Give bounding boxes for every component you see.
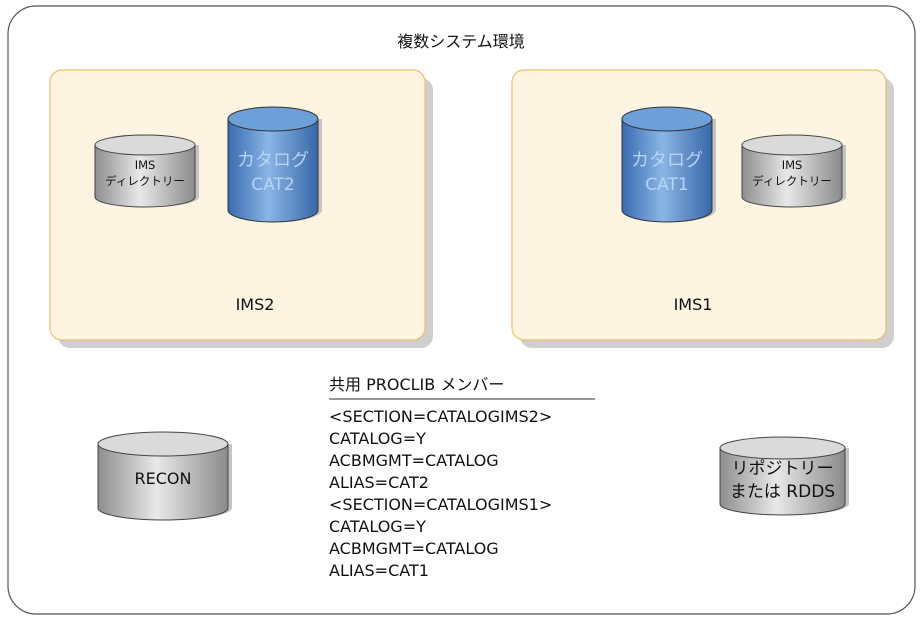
- disk-top: [741, 134, 843, 156]
- repository-label-line2: または RDDS: [730, 482, 835, 502]
- proclib-member: 共用 PROCLIB メンバー <SECTION=CATALOGIMS2> CA…: [329, 375, 595, 580]
- disk-label-line2: ディレクトリー: [105, 174, 185, 188]
- proclib-line: ALIAS=CAT1: [329, 561, 429, 580]
- disk-top: [621, 106, 713, 132]
- repository-label-line1: リポジトリー: [732, 459, 834, 479]
- catalog-label-line2: CAT1: [645, 175, 688, 195]
- proclib-line: ACBMGMT=CATALOG: [329, 451, 499, 470]
- disk-body: [741, 144, 843, 208]
- disk-body: [621, 118, 713, 223]
- catalog-disk-cat1: カタログ CAT1: [621, 106, 716, 223]
- recon-disk: RECON: [97, 431, 232, 521]
- system-label: IMS1: [674, 295, 713, 314]
- proclib-line: ALIAS=CAT2: [329, 473, 429, 492]
- catalog-disk-cat2: カタログ CAT2: [227, 106, 322, 223]
- disk-label-line2: ディレクトリー: [752, 174, 832, 188]
- proclib-line: CATALOG=Y: [329, 517, 426, 536]
- catalog-label-line1: カタログ: [237, 150, 309, 171]
- disk-body: [97, 443, 229, 521]
- disk-top: [719, 436, 846, 460]
- disk-body: [94, 144, 196, 208]
- catalog-label-line1: カタログ: [631, 150, 703, 171]
- disk-top: [97, 431, 229, 457]
- disk-body: [719, 447, 846, 516]
- disk-body: [227, 118, 319, 223]
- proclib-line: <SECTION=CATALOGIMS2>: [329, 407, 552, 426]
- recon-label: RECON: [135, 469, 192, 488]
- disk-label-line1: IMS: [782, 158, 803, 172]
- proclib-heading: 共用 PROCLIB メンバー: [329, 375, 504, 394]
- disk-top: [94, 134, 196, 156]
- disk-label-line1: IMS: [135, 158, 156, 172]
- ims-directory-disk: IMS ディレクトリー: [94, 134, 199, 208]
- proclib-line: ACBMGMT=CATALOG: [329, 539, 499, 558]
- diagram-title: 複数システム環境: [397, 32, 525, 51]
- repository-disk: リポジトリー または RDDS: [719, 436, 849, 516]
- disk-top: [227, 106, 319, 132]
- ims-directory-disk: IMS ディレクトリー: [741, 134, 846, 208]
- system-label: IMS2: [236, 295, 275, 314]
- system-box-ims2: IMS2 IMS ディレクトリー カタログ CAT2: [49, 69, 433, 348]
- proclib-line: <SECTION=CATALOGIMS1>: [329, 495, 552, 514]
- catalog-label-line2: CAT2: [251, 175, 294, 195]
- system-box-ims1: IMS1 カタログ CAT1 IMS ディレクトリー: [511, 69, 894, 348]
- proclib-line: CATALOG=Y: [329, 429, 426, 448]
